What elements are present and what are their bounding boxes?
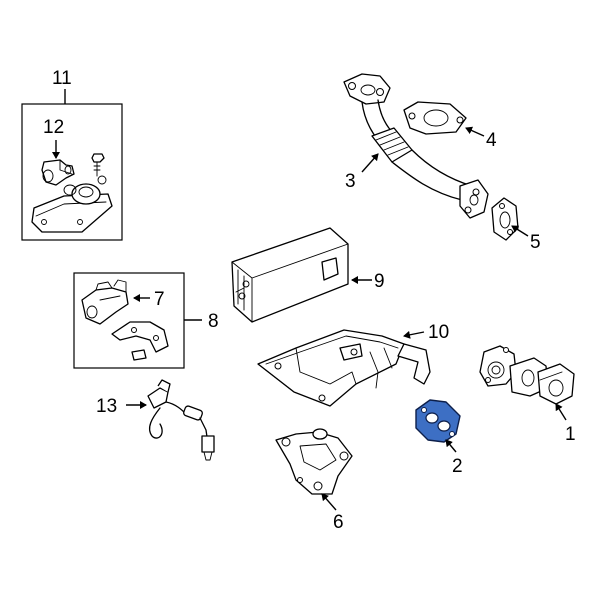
callout-9[interactable]: 9 <box>374 271 385 292</box>
leader-2 <box>445 439 457 453</box>
part-12-sensor[interactable] <box>41 159 75 186</box>
part-bracket-7 <box>111 321 169 361</box>
part-13-oxygen-sensor[interactable] <box>147 379 215 461</box>
leader-5 <box>511 225 529 237</box>
part-cover-plate <box>31 175 113 233</box>
group-box-11 <box>21 103 123 241</box>
part-group-8: 8 7 <box>73 272 219 369</box>
callout-11[interactable]: 11 <box>52 68 72 89</box>
callout-12[interactable]: 12 <box>43 117 64 138</box>
leader-3 <box>361 153 379 173</box>
leader-1 <box>555 403 567 421</box>
part-6-bracket[interactable] <box>275 428 353 495</box>
part-4-gasket[interactable] <box>403 101 467 135</box>
part-bolt-icon <box>91 153 105 177</box>
leader-4 <box>465 126 485 137</box>
callout-10[interactable]: 10 <box>428 322 449 343</box>
callout-2[interactable]: 2 <box>452 456 463 477</box>
part-9-canister[interactable] <box>231 227 349 323</box>
callout-8[interactable]: 8 <box>208 311 219 332</box>
part-7-vsv-solenoid[interactable] <box>81 279 129 325</box>
leader-10 <box>403 330 425 339</box>
part-3-egr-pipe[interactable] <box>343 73 489 219</box>
part-1-egr-valve[interactable] <box>479 345 575 405</box>
part-10-canister-bracket[interactable] <box>257 329 431 407</box>
callout-1[interactable]: 1 <box>565 424 576 445</box>
pipe-bellows <box>371 127 413 163</box>
callout-7[interactable]: 7 <box>154 289 165 310</box>
part-2-egr-valve-gasket-highlighted[interactable] <box>415 399 461 443</box>
callout-4[interactable]: 4 <box>486 130 497 151</box>
part-5-gasket[interactable] <box>491 197 519 241</box>
part-group-11: 11 12 <box>21 68 123 241</box>
callout-6[interactable]: 6 <box>333 512 344 533</box>
callout-3[interactable]: 3 <box>345 171 356 192</box>
callout-5[interactable]: 5 <box>530 232 541 253</box>
leader-6 <box>321 493 337 511</box>
callout-13[interactable]: 13 <box>96 396 117 417</box>
